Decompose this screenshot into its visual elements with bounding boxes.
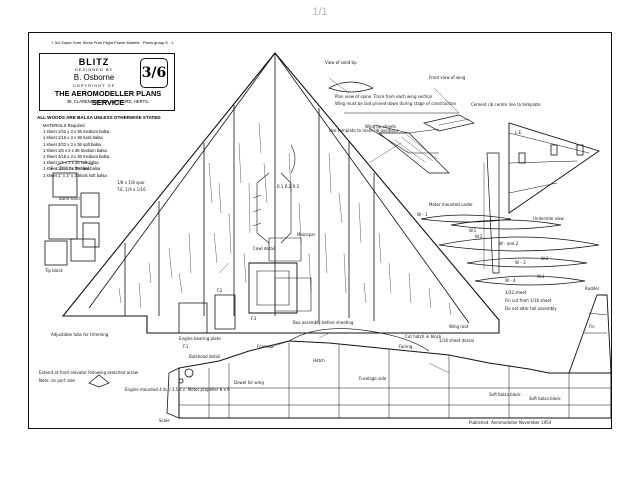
plan-drawing: [44, 52, 612, 419]
designer-name: B. Osborne: [73, 73, 115, 82]
wing-tip-details: [328, 81, 475, 174]
materials-note: ALL WOODS ARE BALSA UNLESS OTHERWISE STA…: [37, 115, 161, 120]
mainspar-label: Mainspar: [297, 232, 316, 237]
main-wing-plan: [61, 52, 500, 334]
view-of-wing-label: View of solid tip: [325, 60, 357, 65]
front-view-label: Front view of wing: [429, 75, 466, 80]
stern-label: Soft balsa block: [489, 392, 521, 397]
engine-spec-label: Engine mounted 4 lb. / 3.5 c.c. Motor pr…: [125, 387, 230, 392]
bulkhead-label: Bulkhead detail: [189, 354, 221, 359]
materials-heading: MATERIALS Required: [43, 123, 85, 128]
sheet-dorsal-label: 1/16 sheet dorsal: [439, 338, 474, 343]
f-note-label: F = 1/16 to the line: [51, 166, 90, 171]
spar-label: 1/8 x 1/8 spar: [117, 180, 145, 185]
w4-label: W.4: [537, 274, 545, 279]
ribs-note-label: Build solid: [59, 196, 80, 201]
flaps-label: Adjustable tabs for trimming: [51, 332, 109, 337]
leader-lines: [218, 77, 460, 374]
page-indicator: 1/1: [312, 6, 328, 18]
w2-label: W.2: [475, 234, 483, 239]
header-note: + 3/4 Super Sure Shots Free Flight Power…: [51, 40, 174, 45]
spine-plan-label: Plan view of spine. Trace from each wing…: [335, 94, 433, 99]
dowel-label: Dowel for wing: [234, 380, 264, 385]
fin-label: Fin: [589, 324, 595, 329]
materials-item: 1 sheet 3/32 x 3 x 36 soft balsa: [43, 141, 101, 147]
f1-label: F.1: [183, 344, 189, 349]
plans-service-name: THE AEROMODELLER PLANS SERVICE: [54, 89, 162, 107]
materials-item: 1 sheet 1/16 x 3 x 36 hard balsa: [43, 135, 103, 141]
do-not-alter-label: Do not alter tail assembly: [505, 306, 557, 311]
section-w1-label: W - 1: [417, 212, 428, 217]
designed-by-label: DESIGNED BY: [74, 67, 114, 72]
tail-plan-view: [508, 122, 601, 214]
published-label: Published: Aeromodeller November 1954: [469, 420, 552, 425]
underside-label: Underside view: [533, 216, 564, 221]
leading-edge-label: L.E.: [515, 130, 523, 135]
section-w2-label: W - and 2: [499, 241, 519, 246]
wing-jig-label: Wing must be laid pinned down during sta…: [335, 101, 457, 106]
rudder-note-label: Note: on port side: [39, 378, 76, 383]
cabane-note-label: Box assembly before sheeting: [293, 320, 354, 325]
f2-label: F.2: [217, 288, 223, 293]
rudder-label: Rudder: [585, 286, 600, 291]
template-note-label: Use template to mark rib positions: [329, 128, 399, 133]
materials-item: 1 sheet 1/32 x 3 x 36 medium balsa: [43, 129, 110, 135]
fin-note-label: Fin cut from 1/16 sheet: [505, 298, 552, 303]
model-name: BLITZ: [78, 57, 110, 67]
ratio-note-label: Scale: [159, 418, 170, 423]
materials-list: MATERIALS Required 1 sheet 1/32 x 3 x 36…: [43, 123, 163, 179]
tip-sheets-label: Wing tip sheets: [365, 124, 397, 129]
plan-sheet: + 3/4 Super Sure Shots Free Flight Power…: [28, 32, 612, 429]
ribs-label: R.1 R.2 R.3: [277, 184, 299, 189]
soft-balsa-label: Soft balsa block: [529, 396, 561, 401]
tip-block-label: Tip block: [45, 268, 63, 273]
materials-item: 1 sheet 3/16 x 3 x 36 medium balsa: [43, 154, 110, 160]
section-w4-label: W - 4: [505, 278, 516, 283]
price-badge: 3/6: [140, 58, 168, 88]
fuselage-side-label: Fuselage side: [359, 376, 387, 381]
materials-item: 1 sheet 1" x 1" x 3 block soft balsa: [43, 172, 107, 178]
title-block: BLITZ DESIGNED BY B. Osborne COPYRIGHT O…: [39, 53, 175, 111]
materials-item: 1 sheet 1/8 x 3 x 36 medium balsa: [43, 147, 107, 153]
service-address: 38, CLARENDON RD., WATFORD, HERTS.: [66, 99, 150, 104]
spine-detail: [483, 152, 500, 274]
materials-item: 1 sheet 1/4 x 3 x 36 soft balsa: [43, 160, 99, 166]
motor-note-label: Motor mounted under: [429, 202, 473, 207]
trailing-edge-label: T.E. 1/4 x 1/16: [117, 187, 146, 192]
flight-note-label: Extend at front elevator following sketc…: [39, 370, 138, 375]
section-w3-label: W - 3: [515, 260, 526, 265]
w3-label: W.3: [541, 256, 549, 261]
w1-label: W.1: [469, 228, 477, 233]
formers-label: Formers: [257, 344, 274, 349]
sheet-note-label: 1/32 sheet: [505, 290, 527, 295]
copyright-label: COPYRIGHT OF: [72, 83, 116, 88]
cut-hatch-label: Cut hatch in block: [405, 334, 442, 339]
cowl-note-label: Cowl detail: [253, 246, 276, 251]
cement-ribs-label: Cement rib centre line to template: [471, 102, 541, 107]
engine-plate-label: Engine bearing plate: [179, 336, 221, 341]
fuselage-side-view: [166, 294, 612, 419]
f3-label: F.3: [251, 316, 257, 321]
small-parts: [44, 160, 312, 388]
materials-item: 1 sheet 1/8 x 2 x 36 hard balsa: [43, 166, 101, 172]
wing-root-label: Wing root: [449, 324, 469, 329]
hatch-label: Hatch: [313, 358, 325, 363]
fairing-label: Fairing: [399, 344, 413, 349]
rib-sections: [420, 214, 600, 286]
